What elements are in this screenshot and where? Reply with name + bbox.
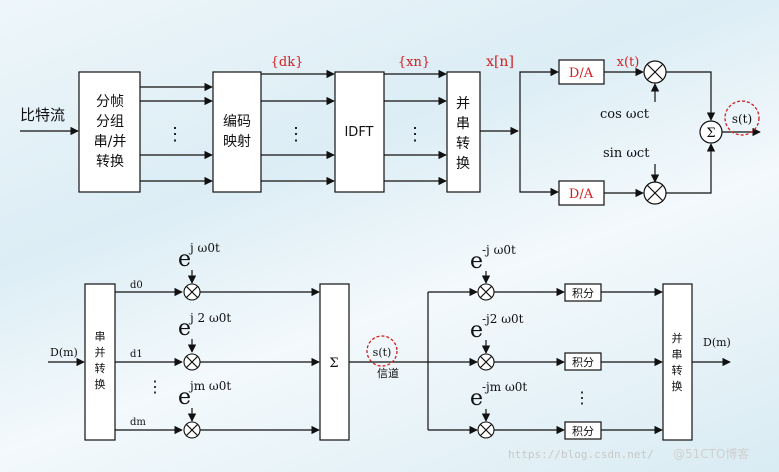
- d1-label: d1: [130, 349, 143, 360]
- ps-line3: 转: [456, 136, 470, 152]
- tx-mult-m: [183, 421, 201, 439]
- exp-1: j ω0t: [188, 241, 220, 255]
- ps-line1: 并: [456, 96, 470, 112]
- coding-mapping-block: [212, 71, 262, 193]
- branch-upper: [519, 67, 559, 131]
- dm-label: dm: [130, 417, 146, 428]
- e-base-1: e: [178, 247, 191, 272]
- bps-line4: 换: [672, 379, 683, 393]
- channel-label: 信道: [377, 366, 399, 380]
- tx-mult-0: [183, 283, 201, 301]
- bps-line2: 串: [672, 348, 683, 361]
- xt-label: x(t): [617, 55, 640, 70]
- bsp-line3: 转: [95, 361, 106, 375]
- d0-label: d0: [130, 280, 143, 291]
- ps-line4: 换: [456, 155, 470, 172]
- block2-line1: 编码: [223, 114, 251, 130]
- ps-block: [446, 71, 481, 193]
- rx-mult-0: [477, 283, 495, 301]
- lower-to-sum: [666, 143, 716, 194]
- nexp-3: -jm ω0t: [482, 380, 527, 394]
- bdots-1: ⋮: [147, 377, 163, 396]
- bsp-line2: 并: [95, 345, 106, 359]
- bitstream-label: 比特流: [20, 106, 65, 124]
- upper-to-sum: [666, 71, 716, 121]
- block1-line4: 转换: [96, 153, 124, 170]
- framing-sp-block: [78, 71, 141, 193]
- nexp-1: -j ω0t: [482, 243, 516, 257]
- ps-line2: 串: [456, 116, 470, 132]
- multiplier-lower: [643, 181, 667, 205]
- multiplier-upper: [643, 60, 667, 84]
- st-label-top: s(t): [732, 112, 752, 126]
- rx-mult-m: [477, 421, 495, 439]
- da-upper-label: D/A: [569, 66, 594, 81]
- rx-e-base-2: e: [470, 318, 483, 343]
- tx-mult-1: [183, 353, 201, 371]
- bsp-line4: 换: [95, 377, 106, 391]
- nexp-2: -j2 ω0t: [482, 312, 524, 326]
- integrator-1-label: 积分: [572, 356, 594, 369]
- watermark-credit: @51CTO博客: [673, 446, 749, 461]
- integrator-m-label: 积分: [572, 425, 594, 438]
- rx-mult-1: [477, 353, 495, 371]
- xbracket-label: x[n]: [486, 54, 514, 70]
- watermark-url: https://blog.csdn.net/: [508, 448, 654, 461]
- rx-e-base-1: e: [470, 249, 483, 274]
- idft-block: [334, 71, 385, 193]
- bps-line1: 并: [672, 331, 683, 345]
- bottom-output-label: D(m): [703, 336, 731, 349]
- rx-e-base-3: e: [470, 386, 483, 411]
- bottom-input-label: D(m): [50, 346, 78, 359]
- sin-label: sin ωct: [603, 146, 650, 161]
- integrator-0-label: 积分: [572, 287, 594, 300]
- exp-3: jm ω0t: [188, 379, 231, 393]
- bdots-2: ⋮: [574, 388, 590, 407]
- idft-label: IDFT: [344, 125, 373, 140]
- st-label-bottom: s(t): [373, 346, 392, 359]
- bottom-ps-block: [662, 283, 693, 441]
- sum-symbol-top: Σ: [706, 126, 715, 141]
- block1-line1: 分帧: [96, 94, 124, 110]
- cos-label: cos ωct: [600, 107, 650, 122]
- block1-line3: 串/并: [94, 134, 127, 150]
- e-base-2: e: [178, 316, 191, 341]
- top-transmitter: 比特流 分帧 分组 串/并 转换 ⋮ 编码 映射 {dk} ⋮ IDFT {xn…: [20, 54, 761, 206]
- st-highlight-bottom: [366, 335, 398, 367]
- dk-label: {dk}: [271, 55, 304, 70]
- da-lower-label: D/A: [569, 187, 594, 202]
- bottom-sum-symbol: Σ: [329, 356, 338, 371]
- block1-line2: 分组: [96, 114, 124, 130]
- e-base-3: e: [178, 385, 191, 410]
- exp-2: j 2 ω0t: [188, 311, 231, 325]
- bsp-line1: 串: [95, 330, 106, 343]
- block2-line2: 映射: [223, 134, 251, 150]
- dots-3: ⋮: [406, 124, 424, 145]
- branch-lower: [519, 131, 559, 197]
- bps-line3: 转: [672, 363, 683, 377]
- dots-1: ⋮: [166, 124, 184, 145]
- xn-label: {xn}: [398, 55, 430, 70]
- dots-2: ⋮: [287, 124, 305, 145]
- st-highlight-top: [724, 100, 760, 136]
- bottom-system: D(m) 串 并 转 换 d0 d1 dm e j ω0t e j 2 ω0t …: [48, 241, 731, 441]
- bottom-sp-block: [84, 283, 116, 441]
